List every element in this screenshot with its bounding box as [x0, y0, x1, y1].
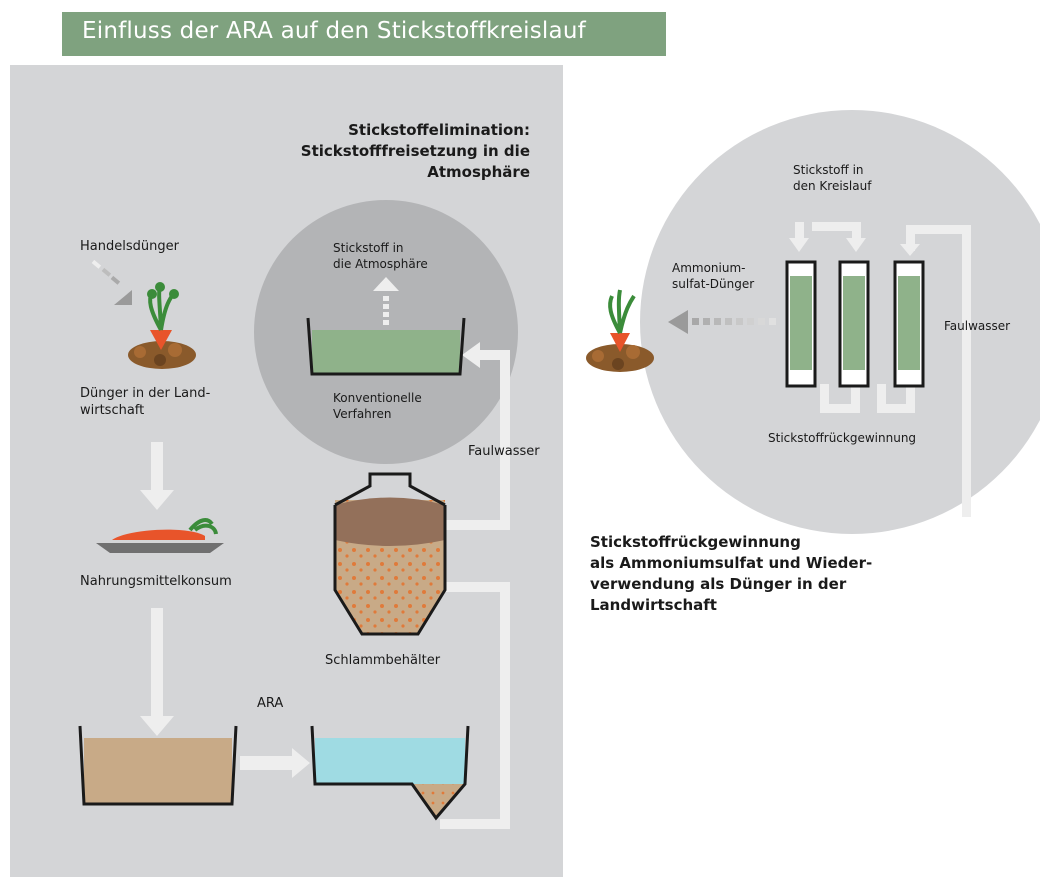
- title-bar: [62, 12, 666, 56]
- recovery-heading-line: Stickstoffrückgewinnung: [590, 533, 801, 551]
- arrow-down-1-icon: [140, 442, 174, 510]
- rueckgewinnung-circle-label: Stickstoffrückgewinnung: [768, 431, 917, 445]
- ammonium-line: sulfat-Dünger: [672, 277, 755, 291]
- conventional-tank: [306, 317, 466, 376]
- duenger-landwirtschaft-line: wirtschaft: [80, 403, 145, 418]
- faulwasser-right-label: Faulwasser: [944, 319, 1011, 333]
- stickstoff-kreislauf-label: Stickstoff in den Kreislauf: [793, 162, 871, 194]
- faulwasser-arrow-icon: [410, 342, 510, 530]
- elimination-heading-line: Atmosphäre: [427, 163, 530, 181]
- clarifier-tank: [310, 725, 470, 821]
- handelsduenger-label: Handelsdünger: [80, 239, 179, 254]
- stickstoff-kreislauf-line: Stickstoff in: [793, 163, 864, 177]
- atmosphere-arrow-icon: [373, 277, 399, 325]
- arrow-down-2-icon: [140, 608, 174, 736]
- recovery-heading: Stickstoffrückgewinnung als Ammoniumsulf…: [590, 532, 910, 616]
- handelsduenger-arrow-icon: [91, 259, 132, 305]
- ara-label: ARA: [257, 696, 284, 711]
- ammonium-label: Ammonium- sulfat-Dünger: [672, 260, 754, 292]
- konventionelle-line: Verfahren: [333, 407, 392, 421]
- duenger-landwirtschaft-line: Dünger in der Land-: [80, 386, 211, 401]
- elimination-heading-line: Stickstoffelimination:: [348, 121, 530, 139]
- carrot-in-soil-icon: [128, 282, 196, 369]
- arrow-right-1-icon: [240, 748, 310, 778]
- stickstoff-atmosphaere-label: Stickstoff in die Atmosphäre: [333, 240, 428, 272]
- recovery-columns: [785, 260, 925, 388]
- elimination-heading: Stickstoffelimination: Stickstofffreiset…: [270, 120, 530, 183]
- plate-with-carrot-icon: [96, 518, 224, 553]
- stickstoff-atmosphaere-line: die Atmosphäre: [333, 257, 428, 271]
- ara-tank: [78, 725, 238, 806]
- carrot-in-soil-right-icon: [586, 289, 654, 372]
- schlammbehaelter-label: Schlammbehälter: [325, 653, 441, 668]
- diagram-title: Einfluss der ARA auf den Stickstoffkreis…: [82, 18, 586, 44]
- recovery-heading-line: als Ammoniumsulfat und Wieder-: [590, 554, 873, 572]
- recovery-heading-line: Landwirtschaft: [590, 596, 717, 614]
- flow-arrows: [91, 259, 510, 829]
- konventionelle-verfahren-label: Konventionelle Verfahren: [333, 390, 422, 422]
- ammonium-line: Ammonium-: [672, 261, 746, 275]
- recovery-heading-line: verwendung als Dünger in der: [590, 575, 847, 593]
- nahrungsmittelkonsum-label: Nahrungsmittelkonsum: [80, 574, 232, 589]
- elimination-heading-line: Stickstofffreisetzung in die: [300, 142, 530, 160]
- konventionelle-line: Konventionelle: [333, 391, 422, 405]
- duenger-landwirtschaft-label: Dünger in der Land- wirtschaft: [80, 385, 210, 419]
- stickstoff-kreislauf-line: den Kreislauf: [793, 179, 872, 193]
- sludge-container: [333, 472, 447, 636]
- faulwasser-left-label: Faulwasser: [468, 444, 540, 459]
- stickstoff-atmosphaere-line: Stickstoff in: [333, 241, 404, 255]
- recovery-piping: [789, 222, 971, 517]
- ammonium-arrow-icon: [668, 310, 776, 334]
